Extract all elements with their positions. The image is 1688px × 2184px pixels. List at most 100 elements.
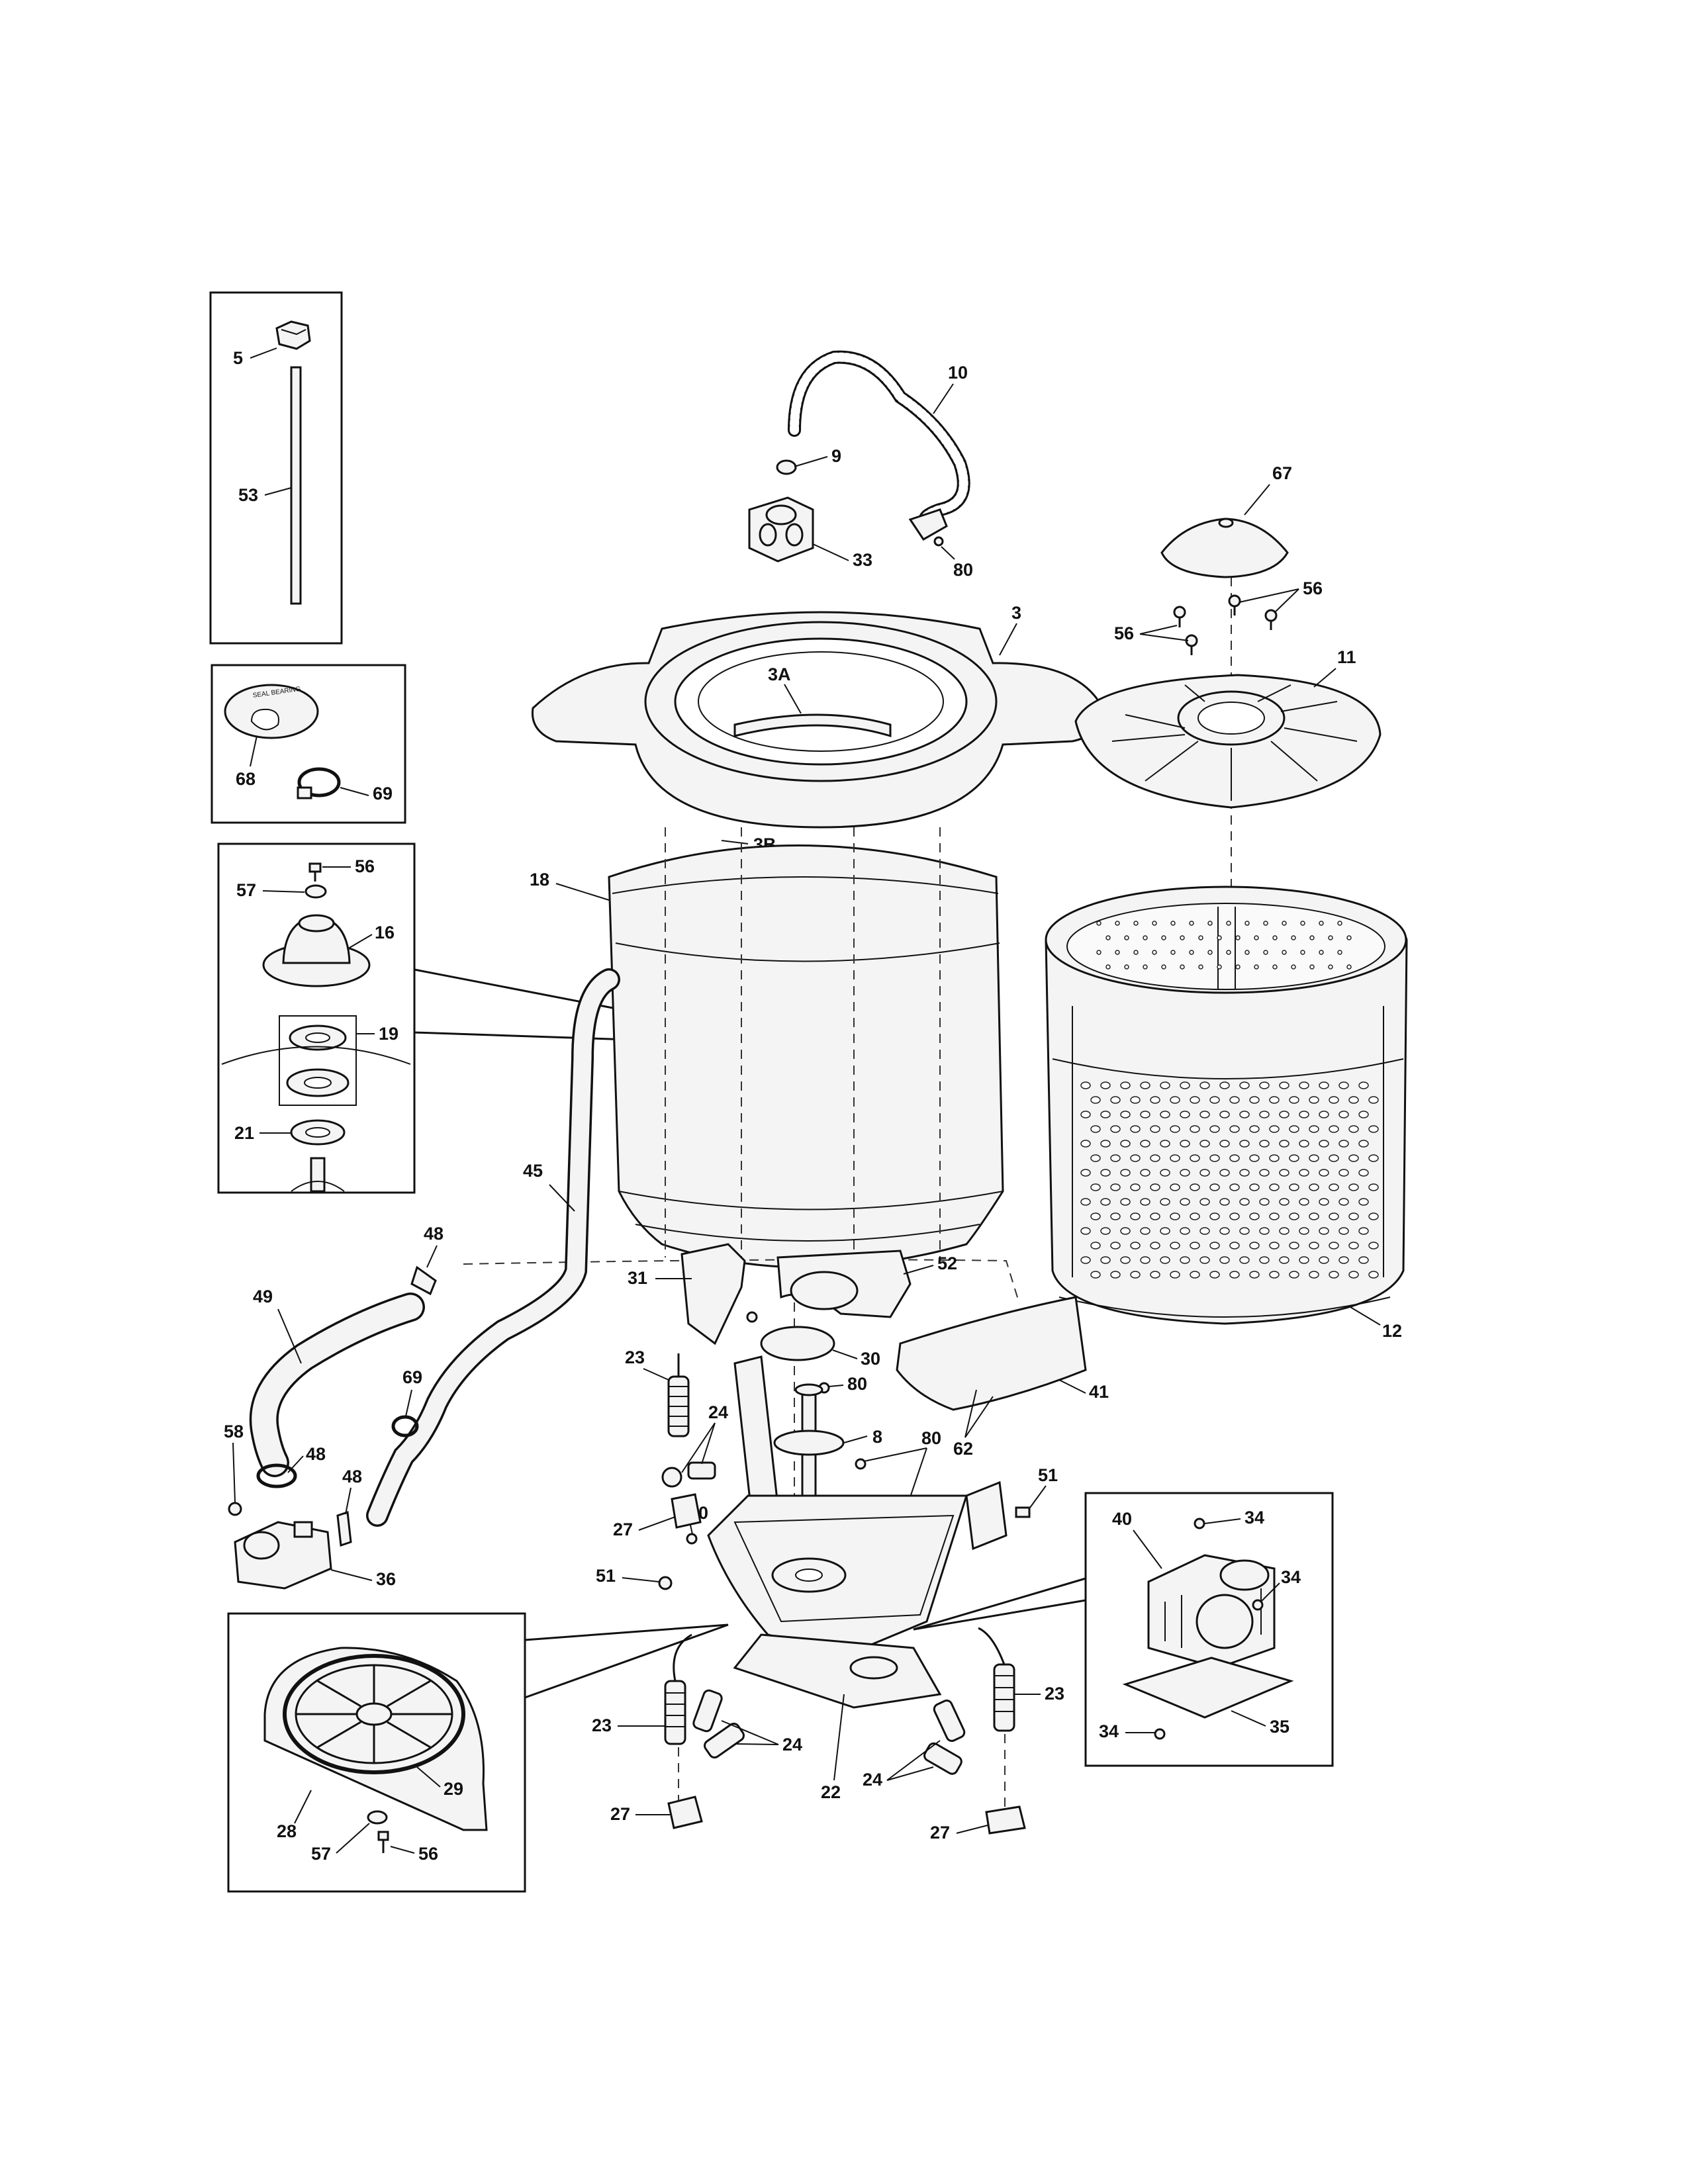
callout-68: 68	[236, 769, 256, 789]
inset-frame-bearing	[217, 842, 416, 1194]
part-29-pulley	[283, 1654, 465, 1774]
part-19-bearings	[286, 1024, 350, 1097]
part-45-drain-hose	[366, 968, 620, 1527]
callout-57a: 57	[236, 880, 256, 900]
inset-frame-motor	[1084, 1492, 1334, 1767]
part-34-screws-motor	[1154, 1518, 1264, 1740]
part-9-nut	[776, 459, 797, 475]
part-40-motor	[1147, 1554, 1276, 1669]
part-52-bracket	[776, 1250, 912, 1318]
callout-34a: 34	[1244, 1508, 1264, 1527]
part-22-base-frame	[707, 1480, 1008, 1709]
part-57-washer-pulley	[367, 1810, 388, 1825]
callout-27b: 27	[610, 1804, 630, 1824]
callout-21: 21	[234, 1123, 254, 1143]
callout-29: 29	[444, 1779, 463, 1799]
callout-16: 16	[375, 923, 395, 942]
motor-zoom-line-1	[913, 1577, 1086, 1631]
bearing-group-box	[279, 1015, 357, 1106]
part-23-spring-lower-right	[978, 1627, 1015, 1732]
inset-frame-pulley	[227, 1612, 526, 1893]
part-35-motor-plate	[1122, 1657, 1294, 1719]
part-49-hose	[249, 1293, 425, 1477]
callout-36: 36	[376, 1569, 396, 1589]
callout-52: 52	[937, 1253, 957, 1273]
callout-31: 31	[628, 1268, 647, 1288]
callout-12: 12	[1382, 1321, 1402, 1341]
callout-24a: 24	[708, 1402, 728, 1422]
part-69-clamp-b	[391, 1415, 419, 1437]
callout-67: 67	[1272, 463, 1292, 483]
part-56-screws-agitator	[1173, 594, 1278, 655]
inset-frame-seal-clamp	[211, 664, 406, 824]
part-67-cap	[1160, 518, 1289, 578]
part-41-cover	[896, 1296, 1087, 1411]
callout-51b: 51	[1038, 1465, 1058, 1485]
part-68-seal-disc: SEAL BEARING	[224, 684, 319, 739]
callout-58: 58	[224, 1422, 244, 1441]
part-51-screw-right	[1015, 1506, 1031, 1518]
part-36-drain-pump	[234, 1521, 332, 1590]
callout-48c: 48	[342, 1467, 362, 1486]
callout-23c: 23	[1045, 1684, 1064, 1704]
part-21-seal	[290, 1119, 346, 1146]
callout-28: 28	[277, 1821, 297, 1841]
callout-48a: 48	[424, 1224, 444, 1244]
callout-24c: 24	[863, 1770, 882, 1790]
pulley-zoom-line-1	[524, 1623, 729, 1641]
callout-69a: 69	[373, 784, 393, 803]
part-33-water-valve	[748, 496, 814, 563]
part-16-bearing-housing	[262, 914, 371, 987]
part-27-foot-upper	[671, 1493, 702, 1529]
callout-57b: 57	[311, 1844, 331, 1864]
part-12-basket	[1045, 886, 1408, 1325]
callout-34c: 34	[1099, 1721, 1119, 1741]
part-23-spring-upper	[667, 1353, 690, 1437]
part-48-clamp-b	[256, 1463, 297, 1488]
callout-48b: 48	[306, 1444, 326, 1464]
callout-56a: 56	[355, 856, 375, 876]
callout-5: 5	[233, 348, 243, 368]
callout-45: 45	[523, 1161, 543, 1181]
part-11-agitator	[1074, 674, 1382, 809]
part-69-clamp	[297, 767, 341, 799]
callout-3: 3	[1011, 603, 1021, 623]
callout-56b: 56	[1303, 578, 1323, 598]
callout-35: 35	[1270, 1717, 1289, 1737]
basket-holes	[1080, 921, 1379, 1279]
callout-34b: 34	[1281, 1567, 1301, 1587]
callout-69b: 69	[402, 1367, 422, 1387]
part-23-spring-lower-left	[664, 1633, 692, 1745]
callout-80a: 80	[953, 560, 973, 580]
shaft-stub-inset	[310, 1157, 326, 1193]
part-31-bracket	[680, 1243, 746, 1345]
callout-23b: 23	[592, 1715, 612, 1735]
callout-3A: 3A	[768, 664, 791, 684]
part-56-bolt-pulley	[377, 1831, 389, 1853]
callout-62: 62	[953, 1439, 973, 1459]
callout-49: 49	[253, 1287, 273, 1306]
callout-33: 33	[853, 550, 872, 570]
part-58-screw	[228, 1502, 242, 1516]
callout-18: 18	[530, 870, 549, 889]
part-27-foot-lower-right	[985, 1805, 1026, 1835]
pulley-zoom-line-2	[524, 1623, 729, 1699]
part-3-tub-ring	[531, 611, 1102, 829]
callout-24b: 24	[782, 1735, 802, 1754]
callout-80b: 80	[847, 1374, 867, 1394]
callout-10: 10	[948, 363, 968, 383]
part-5-knob	[275, 320, 311, 350]
part-51-screw-left	[658, 1576, 673, 1590]
callout-22: 22	[821, 1782, 841, 1802]
callout-27a: 27	[613, 1520, 633, 1539]
part-57-washer-inset	[305, 884, 327, 899]
part-24-damper-lower-right	[923, 1700, 966, 1775]
part-10-hose	[788, 350, 970, 541]
part-24-damper-upper	[661, 1461, 716, 1488]
part-24-damper-lower-left	[692, 1689, 745, 1759]
callout-9: 9	[831, 446, 841, 466]
callout-19: 19	[379, 1024, 399, 1044]
part-48-clamp-a	[410, 1265, 437, 1296]
callout-40: 40	[1112, 1509, 1132, 1529]
inset-frame-agitator-rod	[209, 291, 343, 645]
